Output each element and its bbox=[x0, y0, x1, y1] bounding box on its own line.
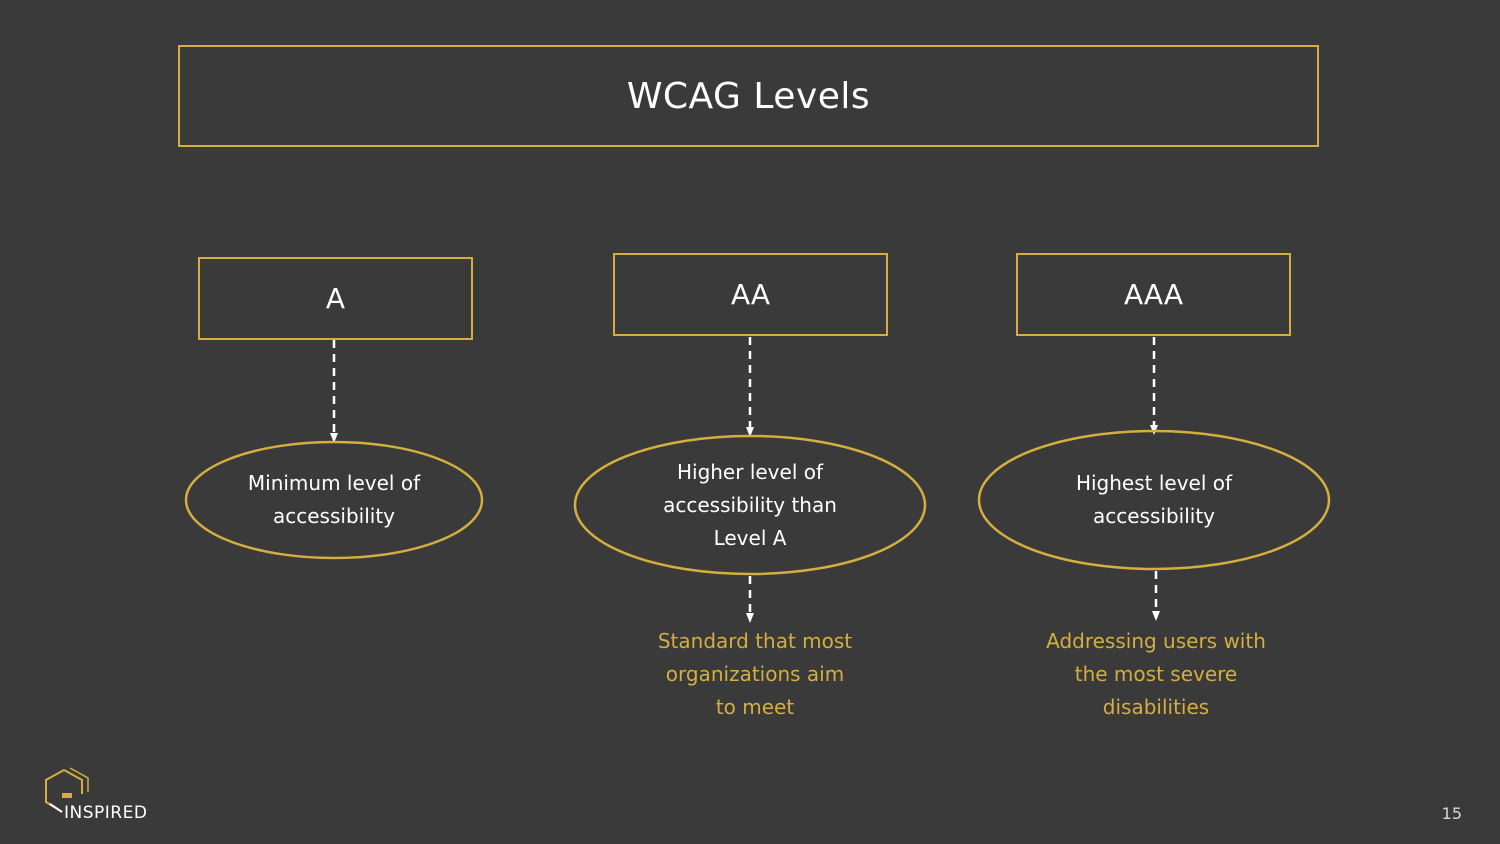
ellipse-text-aaa: Highest level of accessibility bbox=[979, 431, 1329, 569]
ellipse-text-aa: Higher level of accessibility than Level… bbox=[575, 436, 925, 574]
level-label-a: A bbox=[325, 282, 346, 315]
ellipse-text-a: Minimum level of accessibility bbox=[186, 442, 482, 558]
ellipse-level-a bbox=[184, 440, 484, 560]
logo-text: INSPIRED bbox=[64, 803, 148, 823]
note-line: the most severe bbox=[1074, 662, 1238, 686]
level-label-aaa: AAA bbox=[1123, 278, 1184, 311]
note-line: to meet bbox=[715, 695, 795, 719]
level-box-aaa: AAA bbox=[1016, 253, 1291, 336]
description-line: accessibility than bbox=[663, 492, 837, 517]
note-aa: Standard that most organizations aim to … bbox=[605, 625, 905, 724]
note-line: organizations aim bbox=[665, 662, 845, 686]
title-box: WCAG Levels bbox=[178, 45, 1319, 147]
note-aaa: Addressing users with the most severe di… bbox=[1006, 625, 1306, 724]
inspired-logo-icon bbox=[45, 767, 89, 813]
description-line: accessibility bbox=[1093, 504, 1215, 528]
description-line: Level A bbox=[713, 525, 787, 550]
level-box-a: A bbox=[198, 257, 473, 340]
level-label-aa: AA bbox=[730, 278, 771, 311]
description-line: accessibility bbox=[273, 504, 395, 528]
ellipse-level-aa bbox=[573, 434, 927, 576]
description-line: Minimum level of bbox=[247, 471, 421, 495]
slide-title: WCAG Levels bbox=[626, 75, 871, 117]
description-line: Higher level of bbox=[676, 459, 824, 484]
level-box-aa: AA bbox=[613, 253, 888, 336]
note-line: Standard that most bbox=[657, 629, 853, 653]
note-line: disabilities bbox=[1102, 695, 1210, 719]
note-line: Addressing users with bbox=[1046, 629, 1266, 653]
page-number: 15 bbox=[1441, 804, 1462, 823]
description-line: Highest level of bbox=[1075, 471, 1233, 495]
ellipse-level-aaa bbox=[977, 429, 1331, 571]
